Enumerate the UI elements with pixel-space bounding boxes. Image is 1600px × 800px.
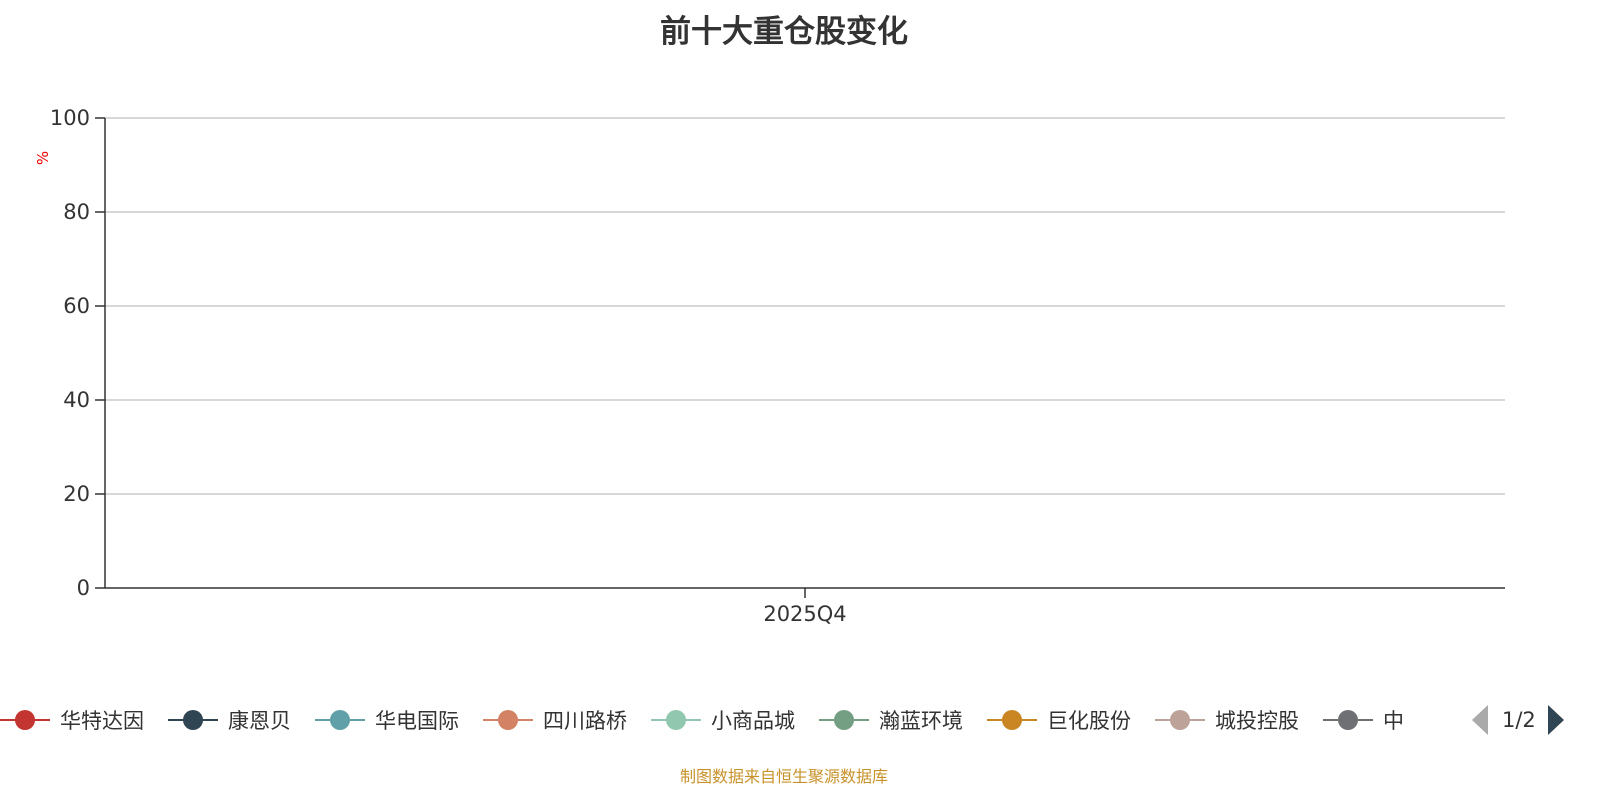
- legend-item[interactable]: 康恩贝: [168, 705, 291, 735]
- chart-plot: 0 20 40 60 80 100 2025Q4%: [34, 106, 1505, 626]
- legend-marker-icon: [651, 705, 701, 735]
- y-tick-label: 80: [63, 200, 90, 224]
- legend-label: 瀚蓝环境: [879, 709, 963, 733]
- legend-item[interactable]: 瀚蓝环境: [819, 705, 963, 735]
- y-tick-label: 60: [63, 294, 90, 318]
- legend-label: 中: [1383, 709, 1404, 733]
- legend-marker-icon: [987, 705, 1037, 735]
- y-tick-label: 0: [77, 576, 90, 600]
- legend-marker-icon: [1155, 705, 1205, 735]
- legend-item[interactable]: 华特达因: [0, 705, 144, 735]
- legend-label: 小商品城: [711, 709, 795, 733]
- legend-item[interactable]: 中: [1323, 705, 1404, 735]
- x-tick-label: 2025Q4: [763, 602, 846, 626]
- legend-item[interactable]: 四川路桥: [483, 705, 627, 735]
- y-tick-label: 20: [63, 482, 90, 506]
- legend-marker-icon: [483, 705, 533, 735]
- legend-pager: 1/2: [1472, 704, 1564, 736]
- legend-marker-icon: [819, 705, 869, 735]
- legend-label: 四川路桥: [543, 709, 627, 733]
- legend-page-info: 1/2: [1502, 708, 1536, 732]
- legend-prev-arrow-icon[interactable]: [1472, 705, 1488, 735]
- legend-marker-icon: [315, 705, 365, 735]
- legend-item[interactable]: 城投控股: [1155, 705, 1299, 735]
- legend-label: 康恩贝: [228, 709, 291, 733]
- y-tick-label: 40: [63, 388, 90, 412]
- legend-item[interactable]: 华电国际: [315, 705, 459, 735]
- legend-marker-icon: [0, 705, 50, 735]
- chart-title: 前十大重仓股变化: [660, 14, 908, 50]
- legend-label: 华电国际: [375, 709, 459, 733]
- legend-next-arrow-icon[interactable]: [1547, 705, 1564, 735]
- legend-item[interactable]: 巨化股份: [987, 705, 1131, 735]
- legend-item[interactable]: 小商品城: [651, 705, 795, 735]
- legend-marker-icon: [168, 705, 218, 735]
- legend-label: 城投控股: [1215, 709, 1299, 733]
- legend-label: 巨化股份: [1047, 709, 1131, 733]
- y-tick-label: 100: [50, 106, 90, 130]
- y-axis-label: %: [34, 151, 52, 165]
- data-source-note: 制图数据来自恒生聚源数据库: [679, 767, 888, 786]
- legend-label: 华特达因: [60, 709, 144, 733]
- legend-marker-icon: [1323, 705, 1373, 735]
- legend: 华特达因 康恩贝 华电国际 四川路桥 小商品城 瀚蓝环境 巨化股份 城投控股 中: [0, 704, 1452, 736]
